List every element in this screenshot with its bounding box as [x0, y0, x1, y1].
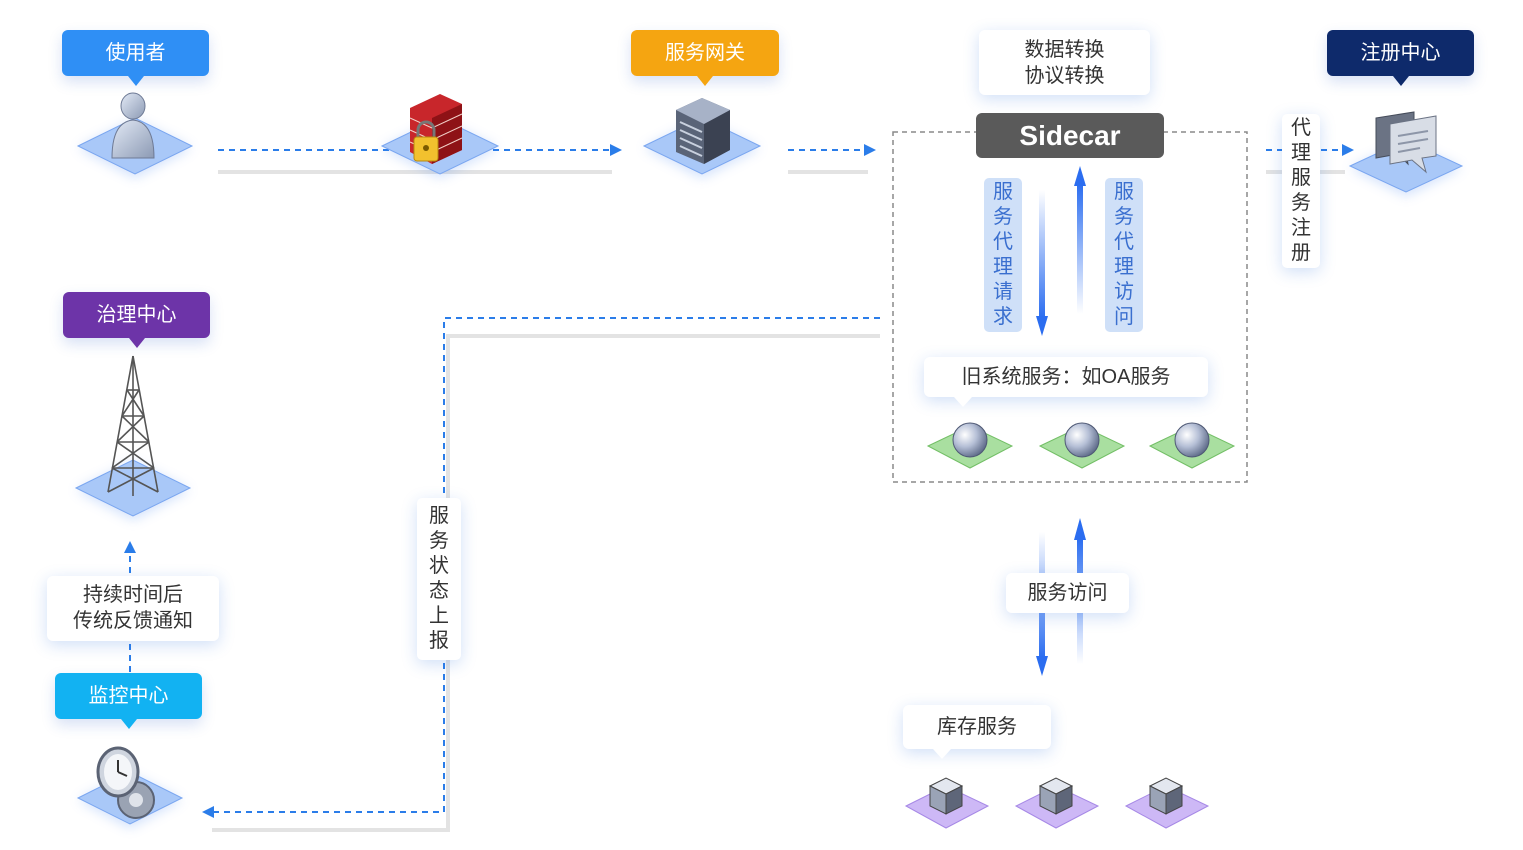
monitor-tag: 监控中心 [55, 673, 202, 729]
sphere-icon [1174, 422, 1210, 458]
cube-icon [1148, 777, 1184, 815]
sphere-icon [1064, 422, 1100, 458]
gateway-tag: 服务网关 [631, 30, 779, 86]
note-data-conversion: 数据转换 [1024, 39, 1105, 61]
chat-bubbles-icon [1375, 111, 1437, 174]
proxy-access-label: 服务 代理 访问 [1105, 178, 1143, 332]
inventory-node-1 [904, 777, 990, 829]
governance-tag: 治理中心 [63, 292, 210, 348]
sphere-icon [952, 422, 988, 458]
shadow-lines [212, 170, 1345, 832]
registry-tag: 注册中心 [1327, 30, 1474, 86]
server-icon [676, 98, 730, 164]
legacy-node-2 [1038, 422, 1126, 469]
note-protocol-conversion: 协议转换 [1024, 65, 1105, 87]
feedback-line-2: 传统反馈通知 [73, 610, 193, 632]
proxy-registration-label: 代理 服务 注册 [1282, 114, 1320, 268]
firewall-lock-icon [409, 94, 463, 164]
sidecar-title: Sidecar [976, 113, 1164, 158]
user-icon [111, 92, 155, 159]
service-access-label: 服务访问 [1006, 573, 1129, 613]
inventory-node-3 [1124, 777, 1210, 829]
status-report-label: 服务 状态 上报 [417, 498, 461, 660]
user-tag: 使用者 [62, 30, 209, 86]
arrowhead-monitor [202, 806, 214, 818]
radio-tower-icon [107, 355, 159, 496]
sidecar-note: 数据转换 协议转换 [979, 30, 1150, 95]
sidecar-request-arrow [1036, 190, 1048, 336]
inventory-service-label: 库存服务 [903, 705, 1051, 759]
cube-icon [928, 777, 964, 815]
arrowhead-sidecar [864, 144, 876, 156]
arrowhead-governance [124, 541, 136, 553]
sidecar-access-arrow [1074, 166, 1086, 314]
arrowhead-gateway [610, 144, 622, 156]
arrowhead-registry [1342, 144, 1354, 156]
clock-gear-icon [96, 746, 155, 819]
legacy-service-label: 旧系统服务：如OA服务 [924, 357, 1208, 407]
proxy-request-label: 服务 代理 请求 [984, 178, 1022, 332]
sidecar-container [892, 131, 1248, 483]
feedback-note: 持续时间后 传统反馈通知 [47, 576, 219, 641]
legacy-node-3 [1148, 422, 1236, 469]
flow-status-report [214, 317, 880, 813]
feedback-line-1: 持续时间后 [83, 584, 183, 606]
inventory-node-2 [1014, 777, 1100, 829]
cube-icon [1038, 777, 1074, 815]
legacy-node-1 [926, 422, 1014, 469]
